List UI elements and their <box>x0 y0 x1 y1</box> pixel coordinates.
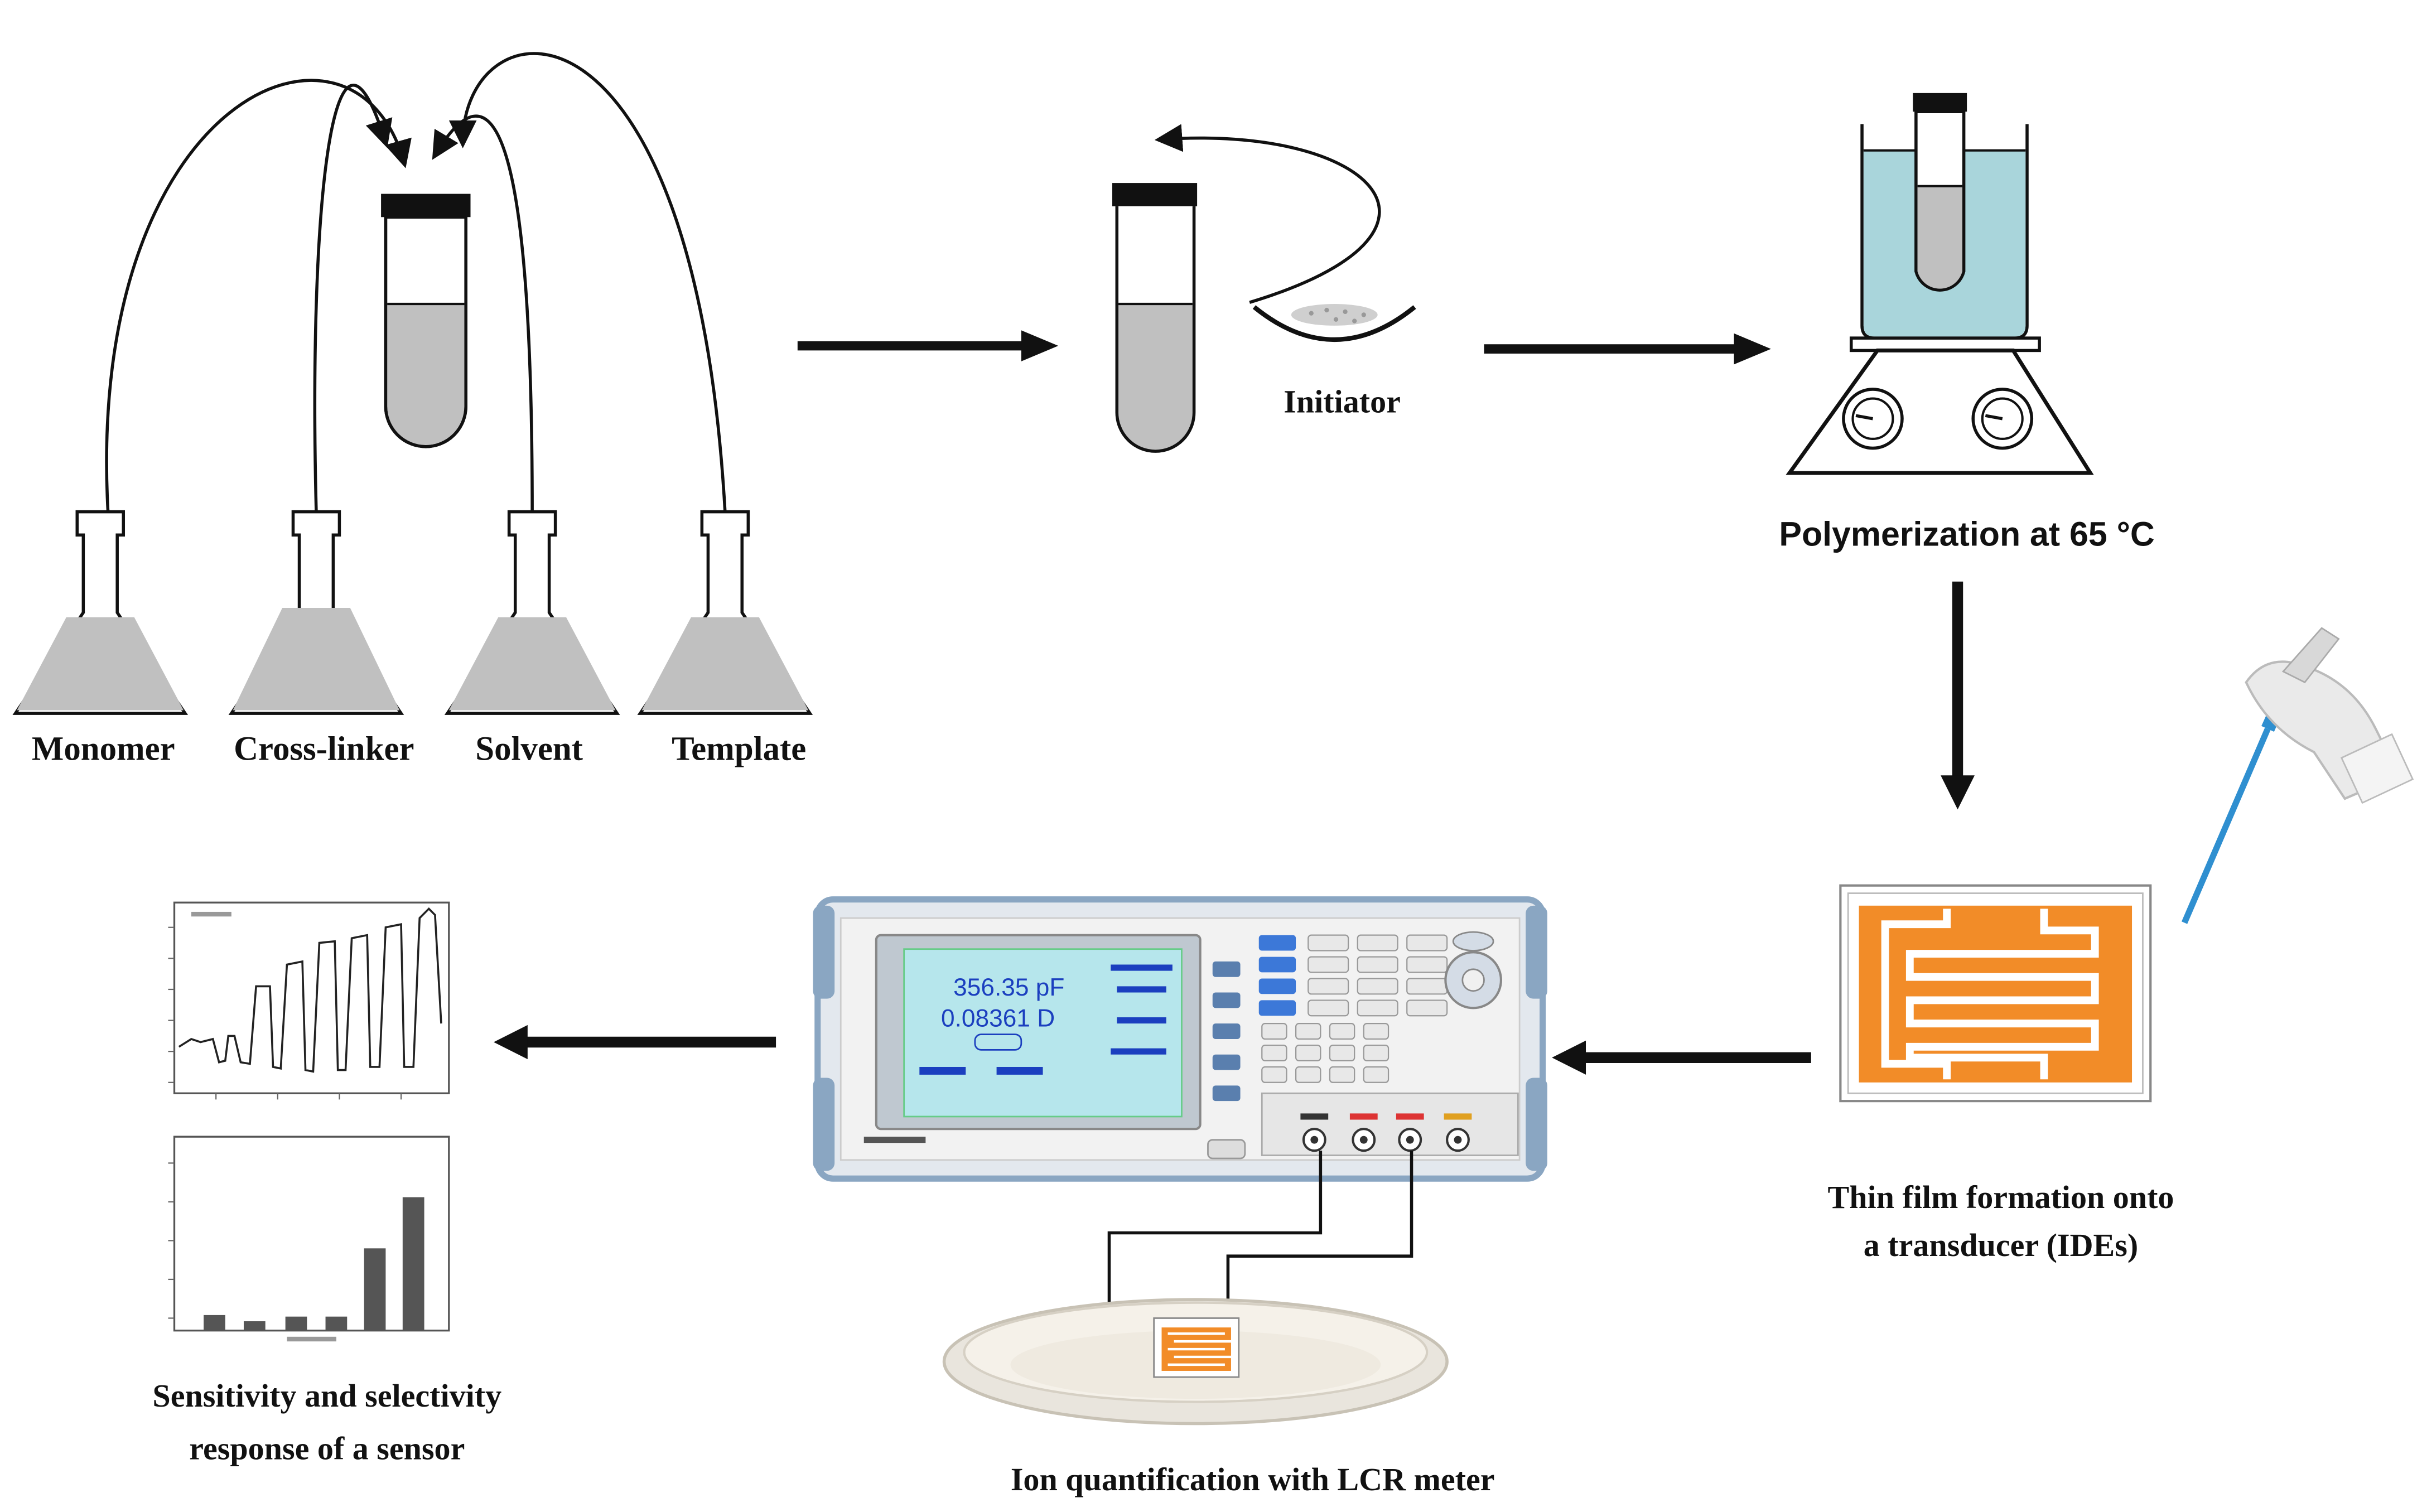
crosslinker-transfer-arrow <box>313 84 393 512</box>
flow-arrow-down <box>1941 581 1975 810</box>
monomer-transfer-arrow <box>105 79 412 512</box>
monomer-label: Monomer <box>32 730 175 767</box>
crosslinker-label: Cross-linker <box>234 730 414 767</box>
test-tube-icon <box>1112 183 1198 453</box>
erlenmeyer-flask-icon <box>637 510 813 715</box>
test-tube-icon <box>381 194 471 448</box>
erlenmeyer-flask-icon <box>444 510 620 715</box>
flow-arrow-right <box>1484 333 1771 365</box>
template-transfer-arrow <box>448 52 727 512</box>
selectivity-bar-plot <box>168 1136 450 1342</box>
sensitivity-label-line1: Sensitivity and selectivity <box>152 1378 501 1414</box>
ion-quantification-label: Ion quantification with LCR meter <box>1011 1461 1495 1497</box>
erlenmeyer-flask-icon <box>228 510 404 715</box>
thin-film-label-line1: Thin film formation onto <box>1828 1179 2174 1215</box>
response-trace <box>178 907 442 1073</box>
interdigitated-electrode-icon <box>1839 884 2152 1103</box>
lcd-dissipation-readout: 0.08361 D <box>941 1005 1055 1032</box>
sensitivity-response-plot <box>168 901 450 1100</box>
lcd-capacitance-readout: 356.35 pF <box>953 974 1064 1001</box>
pipette-hand-icon <box>2182 627 2414 924</box>
flow-arrow-right <box>797 330 1059 361</box>
thin-film-label-line2: a transducer (IDEs) <box>1864 1227 2138 1263</box>
initiator-step: Initiator <box>1112 124 1416 453</box>
initiator-transfer-arrow <box>1154 124 1381 304</box>
flow-arrow-left <box>493 1025 776 1060</box>
template-label: Template <box>672 730 806 767</box>
sensitivity-label-line2: response of a sensor <box>189 1430 465 1466</box>
watch-glass-icon <box>1252 303 1416 342</box>
flow-arrow-left <box>1552 1040 1811 1075</box>
reagent-mixing-step: Monomer Cross-linker Solvent Template <box>12 52 813 767</box>
polymerization-label: Polymerization at 65 °C <box>1779 515 2154 553</box>
petri-dish-icon <box>942 1298 1449 1426</box>
lcr-meter-icon: 356.35 pF 0.08361 D <box>813 896 1547 1182</box>
initiator-label: Initiator <box>1284 383 1401 419</box>
hotplate-stirrer-icon <box>1786 93 2094 475</box>
erlenmeyer-flask-icon <box>12 510 189 715</box>
solvent-label: Solvent <box>475 730 583 767</box>
